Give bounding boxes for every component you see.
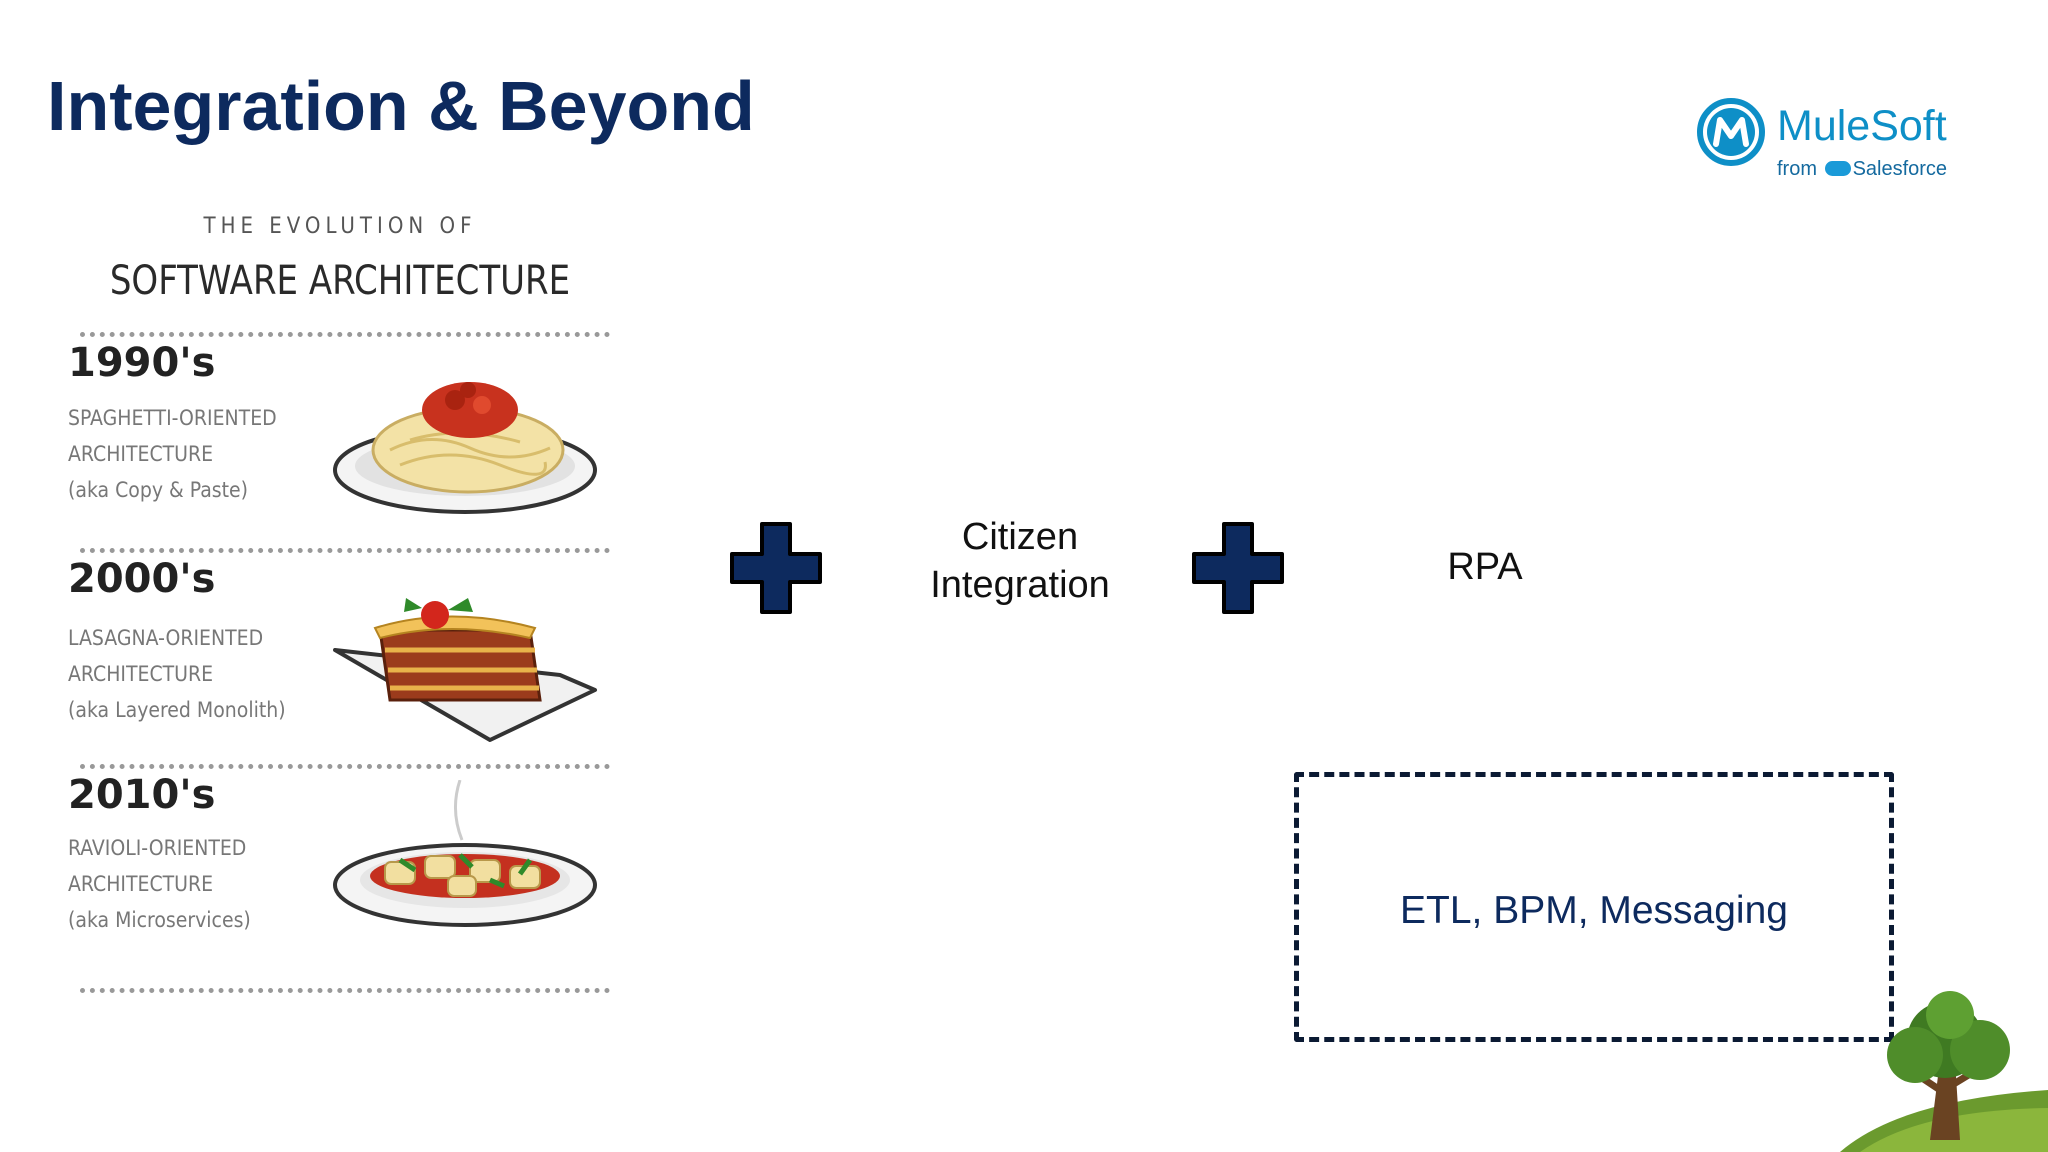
era-line: ARCHITECTURE: [68, 872, 214, 896]
etl-bpm-messaging-box: ETL, BPM, Messaging: [1294, 772, 1894, 1042]
dotted-divider: [80, 548, 610, 553]
spaghetti-plate-image: [333, 382, 597, 514]
logo-brand: MuleSoft: [1777, 102, 1947, 150]
tree-icon: [1840, 991, 2048, 1152]
era-decade: 2010's: [68, 772, 216, 818]
dotted-divider: [80, 332, 610, 337]
mulesoft-m-icon: [1697, 98, 1765, 166]
logo-from: from: [1777, 158, 1817, 180]
architecture-infographic: THE EVOLUTION OF SOFTWARE ARCHITECTURE 1…: [60, 200, 620, 1000]
slide-title: Integration & Beyond: [47, 67, 755, 145]
era-line: SPAGHETTI-ORIENTED: [68, 406, 277, 430]
salesforce-cloud-icon: [1824, 161, 1851, 176]
era-description: LASAGNA-ORIENTED ARCHITECTURE (aka Layer…: [68, 620, 318, 728]
rpa-label: RPA: [1447, 546, 1523, 588]
era-decade: 1990's: [68, 340, 216, 386]
era-decade: 2000's: [68, 556, 216, 602]
etl-bpm-messaging-text: ETL, BPM, Messaging: [1400, 889, 1788, 932]
logo-company: Salesforce: [1852, 158, 1948, 180]
era-line: LASAGNA-ORIENTED: [68, 626, 264, 650]
era-line: RAVIOLI-ORIENTED: [68, 836, 247, 860]
lasagna-plate-image: [333, 598, 597, 742]
plus-icon: [730, 522, 822, 614]
era-line: ARCHITECTURE: [68, 442, 214, 466]
dotted-divider: [80, 988, 610, 993]
ravioli-plate-image: [333, 780, 597, 927]
era-line: ARCHITECTURE: [68, 662, 214, 686]
infographic-heading-small: THE EVOLUTION OF: [203, 214, 477, 239]
era-line: (aka Layered Monolith): [68, 698, 286, 722]
plus-icon: [1192, 522, 1284, 614]
infographic-heading-big: SOFTWARE ARCHITECTURE: [109, 258, 571, 304]
logo-subline: from Salesforce: [1777, 158, 1947, 181]
citizen-integration-label: Citizen Integration: [900, 513, 1140, 609]
era-line: (aka Copy & Paste): [68, 478, 249, 502]
era-description: RAVIOLI-ORIENTED ARCHITECTURE (aka Micro…: [68, 830, 318, 938]
era-description: SPAGHETTI-ORIENTED ARCHITECTURE (aka Cop…: [68, 400, 318, 508]
dotted-divider: [80, 764, 610, 769]
era-line: (aka Microservices): [68, 908, 251, 932]
mulesoft-logo: MuleSoft from Salesforce: [1695, 92, 1955, 192]
citizen-integration-text: Citizen Integration: [930, 516, 1110, 606]
